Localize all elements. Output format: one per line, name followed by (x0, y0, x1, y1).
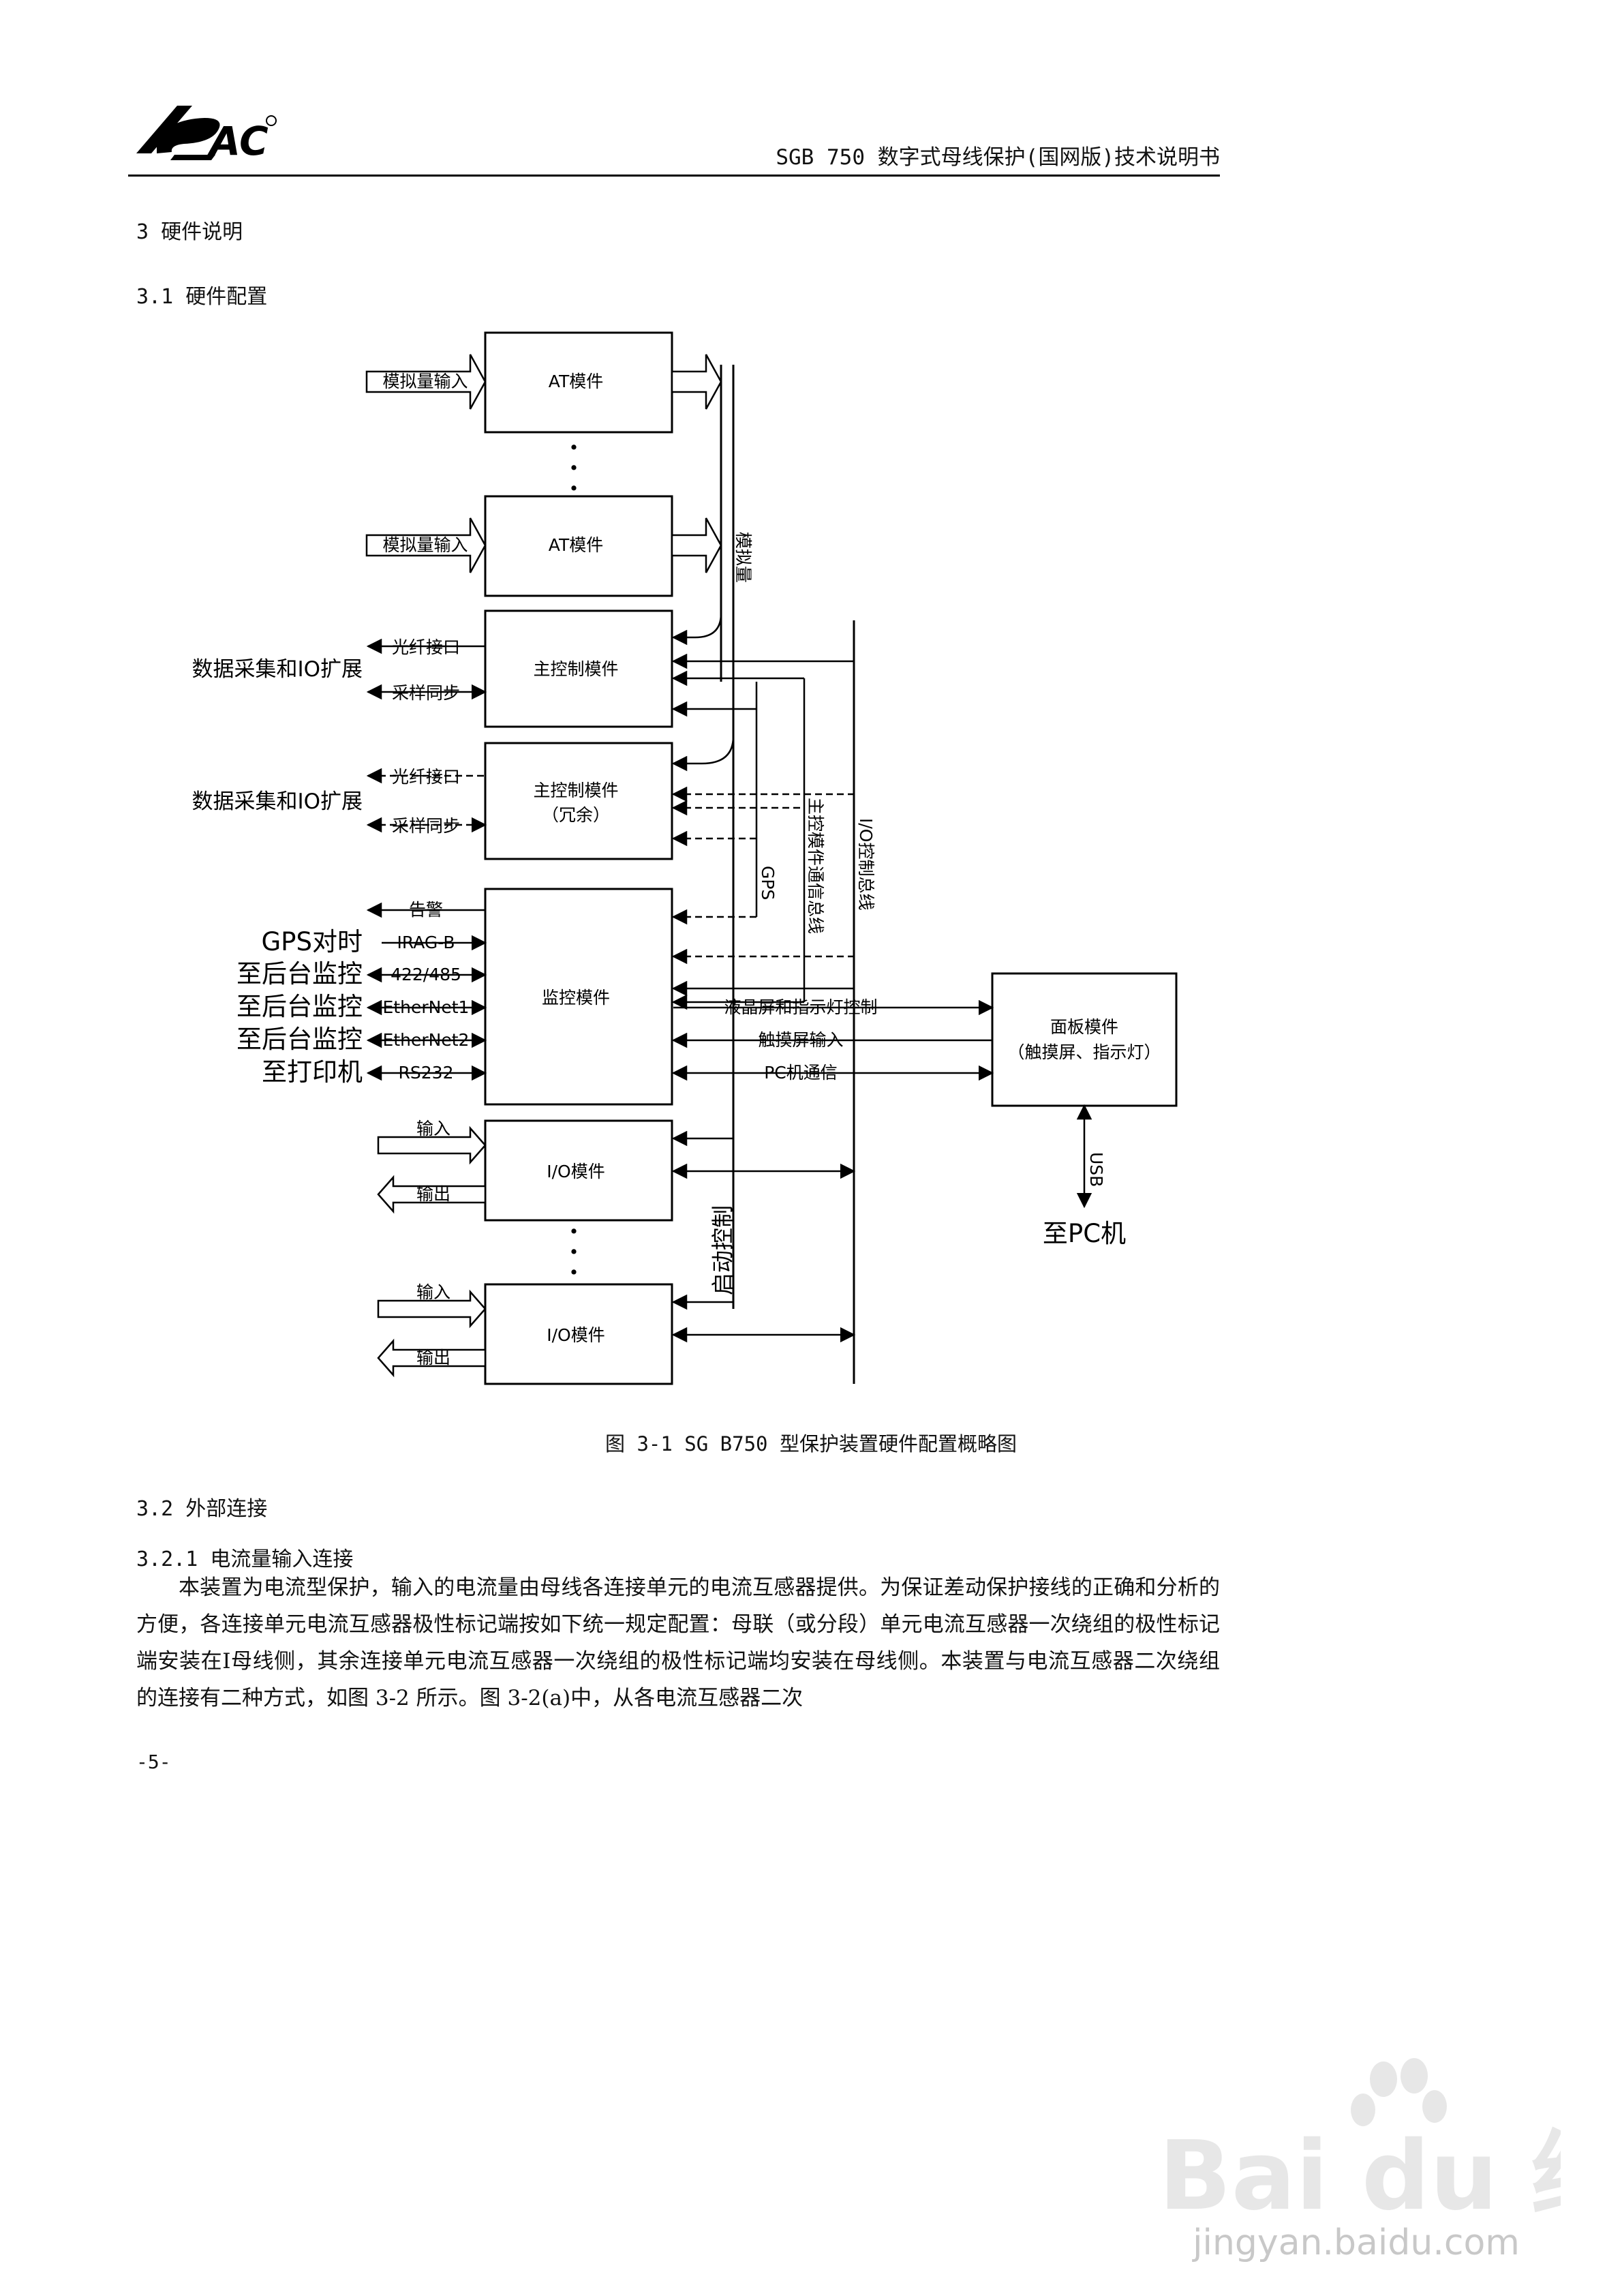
document-title: SGB 750 数字式母线保护(国网版)技术说明书 (776, 145, 1220, 170)
ellipsis-dot: • (569, 1263, 579, 1282)
ethernet1-label: EtherNet1 (383, 997, 470, 1017)
panel-module-box (991, 972, 1178, 1107)
start-ctrl-label: 启动控制 (709, 1205, 736, 1295)
page-number: -5- (136, 1751, 171, 1773)
io-input-2-label: 输入 (416, 1282, 450, 1302)
analog-bus-label: 模拟量 (733, 532, 753, 583)
watermark-url: jingyan.baidu.com (1193, 2222, 1520, 2263)
ellipsis-dot: • (569, 438, 579, 457)
io-ctrl-bus-label: I/O控制总线 (856, 818, 876, 910)
ellipsis-dot: • (569, 458, 579, 478)
rs232-label: RS232 (399, 1063, 454, 1083)
main-ctrl-label: 主控制模件 (533, 659, 618, 679)
io-input-1-label: 输入 (416, 1119, 450, 1138)
sample-sync-2-label: 采样同步 (392, 816, 460, 836)
main-ctrl-redundant-sub: （冗余） (542, 805, 610, 825)
baidu-watermark-logo: Bai du 经验 (1159, 2058, 1561, 2232)
io-module-2-label: I/O模件 (547, 1325, 605, 1345)
svg-text:AC: AC (207, 118, 269, 164)
section-3-1-heading: 3.1 硬件配置 (136, 285, 268, 309)
to-printer-label: 至打印机 (262, 1057, 363, 1087)
section-3-2-1-heading: 3.2.1 电流量输入连接 (136, 1547, 354, 1571)
optical-port-1-label: 光纤接口 (392, 637, 460, 657)
lcd-ctrl-label: 液晶屏和指示灯控制 (724, 997, 877, 1017)
ellipsis-dot: • (569, 1222, 579, 1241)
io-output-1-label: 输出 (416, 1184, 450, 1204)
header-rule (128, 175, 1220, 177)
ellipsis-dot: • (569, 479, 579, 498)
pc-comm-label: PC机通信 (764, 1063, 838, 1083)
data-io-ext-1-label: 数据采集和IO扩展 (192, 657, 363, 682)
touch-input-label: 触摸屏输入 (758, 1030, 843, 1050)
usb-label: USB (1086, 1152, 1106, 1187)
main-ctrl-redundant-box (484, 742, 673, 860)
optical-port-2-label: 光纤接口 (392, 767, 460, 787)
to-backend-2-label: 至后台监控 (236, 992, 363, 1021)
monitor-module-label: 监控模件 (542, 988, 610, 1008)
io-module-1-label: I/O模件 (547, 1162, 605, 1181)
main-comm-bus-label: 主控模件通信总线 (806, 798, 825, 934)
body-paragraph: 本装置为电流型保护，输入的电流量由母线各连接单元的电流互感器提供。为保证差动保护… (136, 1575, 1220, 1710)
data-io-ext-2-label: 数据采集和IO扩展 (192, 789, 363, 814)
hardware-config-diagram: AT模件 AT模件 模拟量输入 模拟量输入 • • • 主控制模件 主控制模件 … (192, 331, 1178, 1385)
ethernet2-label: EtherNet2 (383, 1030, 470, 1050)
sac-logo: AC (136, 106, 277, 164)
gps-time-label: GPS对时 (262, 927, 363, 956)
io-output-2-label: 输出 (416, 1348, 450, 1368)
main-ctrl-redundant-label: 主控制模件 (533, 781, 618, 800)
at-module-1-label: AT模件 (549, 372, 603, 391)
to-pc-label: 至PC机 (1043, 1219, 1126, 1248)
analog-input-1-label: 模拟量输入 (382, 372, 468, 391)
watermark-brand: Bai du 经验 (1159, 2121, 1561, 2232)
figure-caption: 图 3-1 SG B750 型保护装置硬件配置概略图 (605, 1432, 1017, 1455)
to-backend-1-label: 至后台监控 (236, 959, 363, 988)
irig-label: IRAG-B (397, 933, 455, 952)
to-backend-3-label: 至后台监控 (236, 1025, 363, 1054)
at-module-2-label: AT模件 (549, 535, 603, 555)
section-3-2-heading: 3.2 外部连接 (136, 1497, 268, 1521)
gps-bus-label: GPS (758, 866, 778, 900)
ellipsis-dot: • (569, 1242, 579, 1262)
rs485-label: 422/485 (391, 965, 461, 984)
panel-module-sub: （触摸屏、指示灯） (1007, 1042, 1161, 1062)
analog-input-2-label: 模拟量输入 (382, 535, 468, 555)
alarm-label: 告警 (409, 900, 443, 920)
panel-module-label: 面板模件 (1050, 1017, 1118, 1037)
section-3-heading: 3 硬件说明 (136, 220, 243, 244)
sample-sync-1-label: 采样同步 (392, 683, 460, 703)
